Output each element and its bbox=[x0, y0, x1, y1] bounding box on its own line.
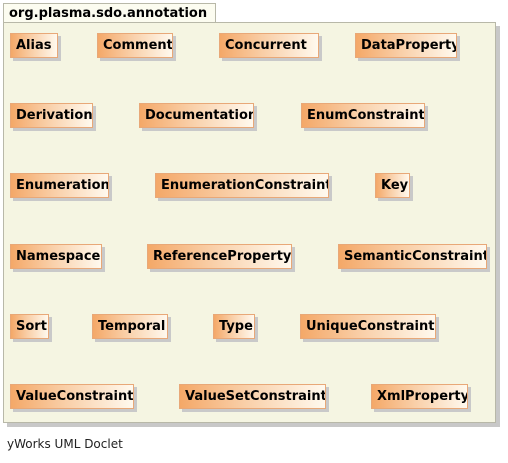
class-derivation[interactable]: Derivation bbox=[10, 103, 93, 128]
package-body bbox=[3, 22, 496, 423]
class-dataproperty[interactable]: DataProperty bbox=[355, 33, 457, 58]
class-alias[interactable]: Alias bbox=[10, 33, 58, 58]
class-referenceproperty[interactable]: ReferenceProperty bbox=[147, 244, 292, 269]
class-semanticconstraint[interactable]: SemanticConstraint bbox=[338, 244, 487, 269]
class-concurrent[interactable]: Concurrent bbox=[219, 33, 319, 58]
class-sort[interactable]: Sort bbox=[10, 314, 49, 339]
class-xmlproperty[interactable]: XmlProperty bbox=[371, 384, 468, 409]
class-temporal[interactable]: Temporal bbox=[92, 314, 168, 339]
class-comment[interactable]: Comment bbox=[97, 33, 173, 58]
class-namespace[interactable]: Namespace bbox=[10, 244, 102, 269]
class-enumeration[interactable]: Enumeration bbox=[10, 173, 109, 198]
package-name: org.plasma.sdo.annotation bbox=[9, 6, 208, 21]
class-type[interactable]: Type bbox=[213, 314, 255, 339]
class-valuesetconstraint[interactable]: ValueSetConstraint bbox=[179, 384, 326, 409]
class-valueconstraint[interactable]: ValueConstraint bbox=[10, 384, 134, 409]
class-key[interactable]: Key bbox=[375, 173, 410, 198]
footer-credit: yWorks UML Doclet bbox=[7, 437, 123, 451]
class-enumconstraint[interactable]: EnumConstraint bbox=[301, 103, 425, 128]
class-uniqueconstraint[interactable]: UniqueConstraint bbox=[300, 314, 436, 339]
package-tab: org.plasma.sdo.annotation bbox=[3, 3, 216, 23]
class-enumerationconstraint[interactable]: EnumerationConstraint bbox=[155, 173, 329, 198]
class-documentation[interactable]: Documentation bbox=[139, 103, 254, 128]
